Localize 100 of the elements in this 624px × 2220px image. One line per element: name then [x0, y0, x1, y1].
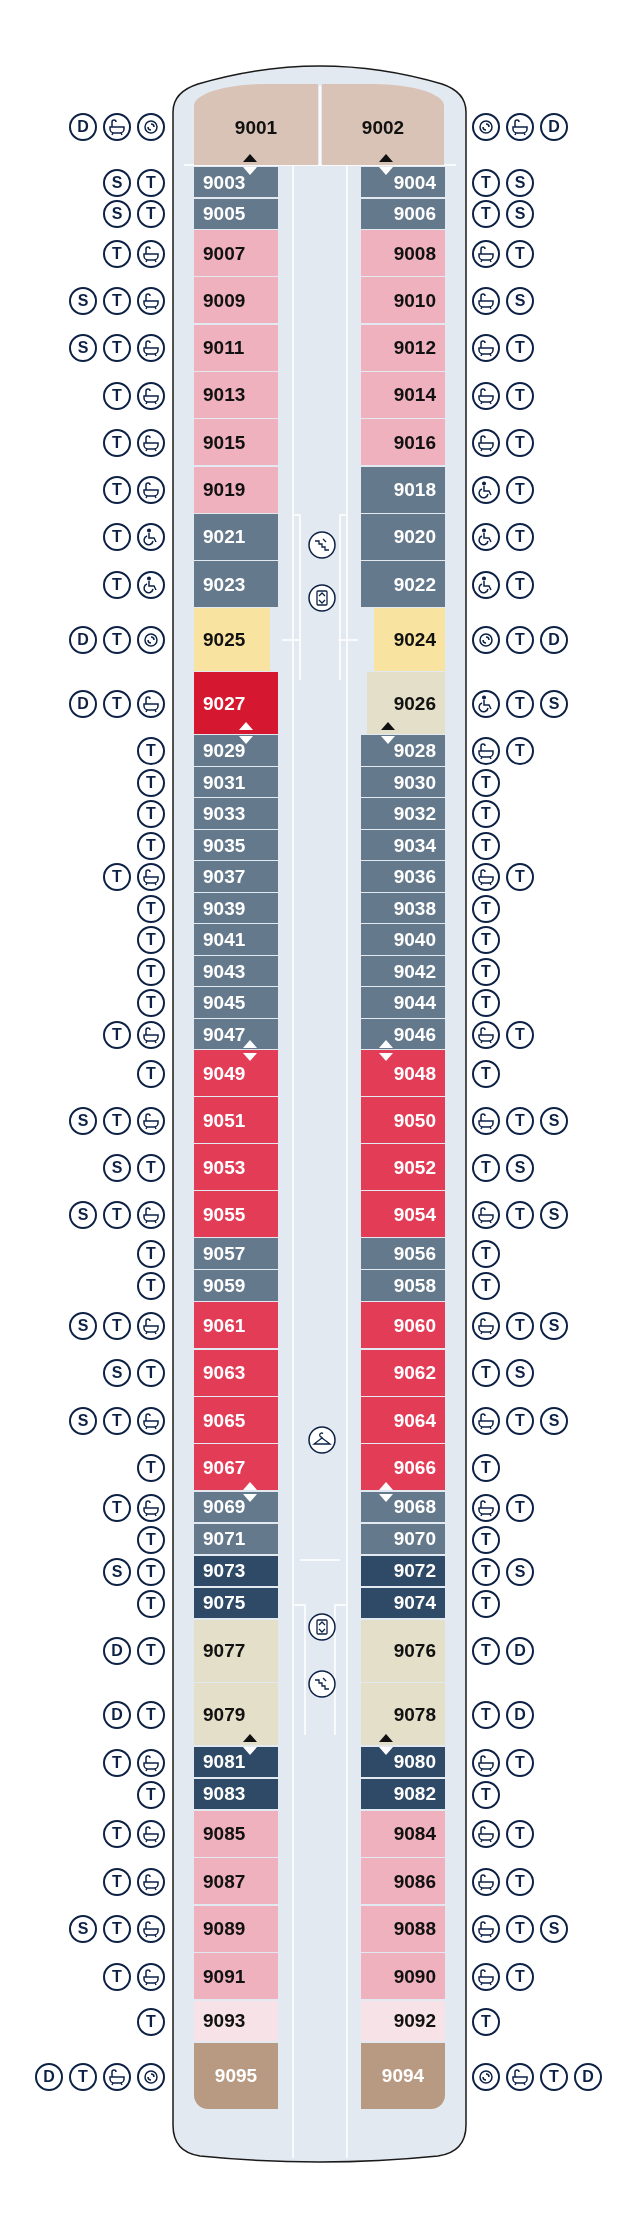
cabin-number: 9055	[203, 1204, 246, 1224]
amenity-letter-badge: T	[506, 626, 534, 655]
amenity-letter-badge: T	[103, 1200, 131, 1229]
amenity-letter-badge: T	[472, 1557, 500, 1586]
cabin-block	[194, 829, 278, 861]
cabin-block	[361, 1018, 445, 1050]
amenity-letter-badge: D	[540, 113, 568, 141]
cabin-block	[194, 1619, 278, 1682]
cabin-block	[361, 1778, 445, 1810]
cabin-block	[361, 1810, 445, 1857]
amenity-letter-badge: T	[506, 1493, 534, 1522]
cabin-block	[194, 230, 278, 277]
cabin-number: 9065	[203, 1410, 246, 1430]
cabin-block	[361, 1858, 445, 1905]
amenity-letter-badge: T	[472, 1589, 500, 1618]
cabin-number: 9016	[393, 432, 436, 452]
cabin-block	[194, 798, 278, 829]
amenity-letter-badge: T	[137, 800, 165, 829]
cabin-number: 9090	[393, 1966, 436, 1986]
cabin-number: 9034	[393, 835, 436, 855]
cabin-number: 9002	[360, 117, 406, 137]
cabin-block	[361, 924, 445, 955]
cabin-number: 9038	[393, 898, 436, 918]
amenity-letter-badge: T	[137, 957, 165, 986]
cabin-number: 9040	[393, 930, 436, 950]
amenity-letter-badge: T	[472, 768, 500, 797]
cabin-block	[361, 987, 445, 1018]
cabin-number: 9053	[203, 1157, 246, 1177]
cabin-number: 9076	[393, 1641, 436, 1661]
cabin-block	[194, 2042, 278, 2110]
amenity-letter-badge: T	[137, 168, 165, 197]
cabin-number: 9001	[233, 117, 279, 137]
cabin-block	[194, 167, 278, 198]
cabin-block	[361, 1953, 445, 2000]
cabin-number: 9045	[203, 993, 246, 1013]
cabin-block	[194, 1491, 278, 1523]
cabin-block	[194, 1349, 278, 1396]
cabin-number: 9085	[203, 1824, 246, 1844]
cabin-number: 9084	[393, 1824, 436, 1844]
cabin-block	[194, 1397, 278, 1444]
cabin-block	[361, 167, 445, 198]
cabin-block	[361, 829, 445, 861]
cabin-number: 9089	[203, 1919, 246, 1939]
amenity-letter-badge: T	[506, 1915, 534, 1944]
cabin-number: 9054	[393, 1204, 436, 1224]
cabin-block	[194, 1270, 278, 1302]
amenity-letter-badge: T	[137, 989, 165, 1018]
amenity-letter-badge: D	[574, 2062, 602, 2091]
amenity-letter-badge: T	[506, 1820, 534, 1849]
cabin-number: 9025	[203, 630, 246, 650]
cabin-block	[194, 892, 278, 924]
amenity-letter-badge: T	[506, 1106, 534, 1135]
amenity-letter-badge: T	[506, 239, 534, 268]
cabin-block	[194, 561, 278, 608]
amenity-letter-badge: S	[540, 1200, 568, 1229]
cabin-number: 9088	[393, 1919, 436, 1939]
cabin-block	[361, 1491, 445, 1523]
cabin-number: 9094	[380, 2066, 426, 2086]
cabin-number: 9029	[203, 741, 246, 761]
cabin-number: 9087	[203, 1871, 246, 1891]
cabin-number: 9066	[393, 1457, 436, 1477]
cabin-block	[361, 798, 445, 829]
amenity-letter-badge: T	[472, 1453, 500, 1482]
cabin-number: 9059	[203, 1276, 246, 1296]
cabin-number: 9026	[393, 693, 436, 713]
cabin-number: 9086	[393, 1871, 436, 1891]
amenity-letter-badge: T	[69, 2062, 97, 2091]
amenity-letter-badge: T	[137, 831, 165, 860]
amenity-letter-badge: S	[506, 168, 534, 197]
cabin-block	[361, 371, 445, 418]
cabin-block	[194, 1778, 278, 1810]
amenity-letter-badge: S	[506, 286, 534, 315]
cabin-block	[361, 1397, 445, 1444]
amenity-letter-badge: T	[506, 381, 534, 410]
cabin-block	[361, 735, 445, 766]
amenity-letter-badge: D	[35, 2062, 63, 2091]
cabin-block	[194, 671, 278, 735]
cabin-number: 9027	[203, 693, 246, 713]
cabin-number: 9005	[203, 204, 246, 224]
amenity-letter-badge: S	[103, 1557, 131, 1586]
cabin-number: 9037	[203, 867, 246, 887]
cabin-number: 9083	[203, 1784, 246, 1804]
cabin-number: 9012	[393, 338, 436, 358]
amenity-letter-badge: T	[137, 894, 165, 923]
cabin-number: 9004	[393, 172, 436, 192]
amenity-letter-badge: S	[540, 1915, 568, 1944]
cabin-block	[194, 1144, 278, 1191]
cabin-block	[194, 1555, 278, 1587]
cabin-block	[361, 861, 445, 892]
amenity-letter-badge: T	[472, 1059, 500, 1088]
amenity-letter-badge: T	[472, 894, 500, 923]
cabin-block	[194, 1858, 278, 1905]
amenity-letter-badge: T	[472, 1525, 500, 1554]
amenity-letter-badge: T	[103, 428, 131, 457]
cabin-block	[194, 371, 278, 418]
amenity-letter-badge: S	[103, 200, 131, 229]
cabin-number: 9010	[393, 290, 436, 310]
cabin-block	[194, 1050, 278, 1097]
cabin-block	[361, 419, 445, 466]
cabin-number: 9041	[203, 930, 246, 950]
